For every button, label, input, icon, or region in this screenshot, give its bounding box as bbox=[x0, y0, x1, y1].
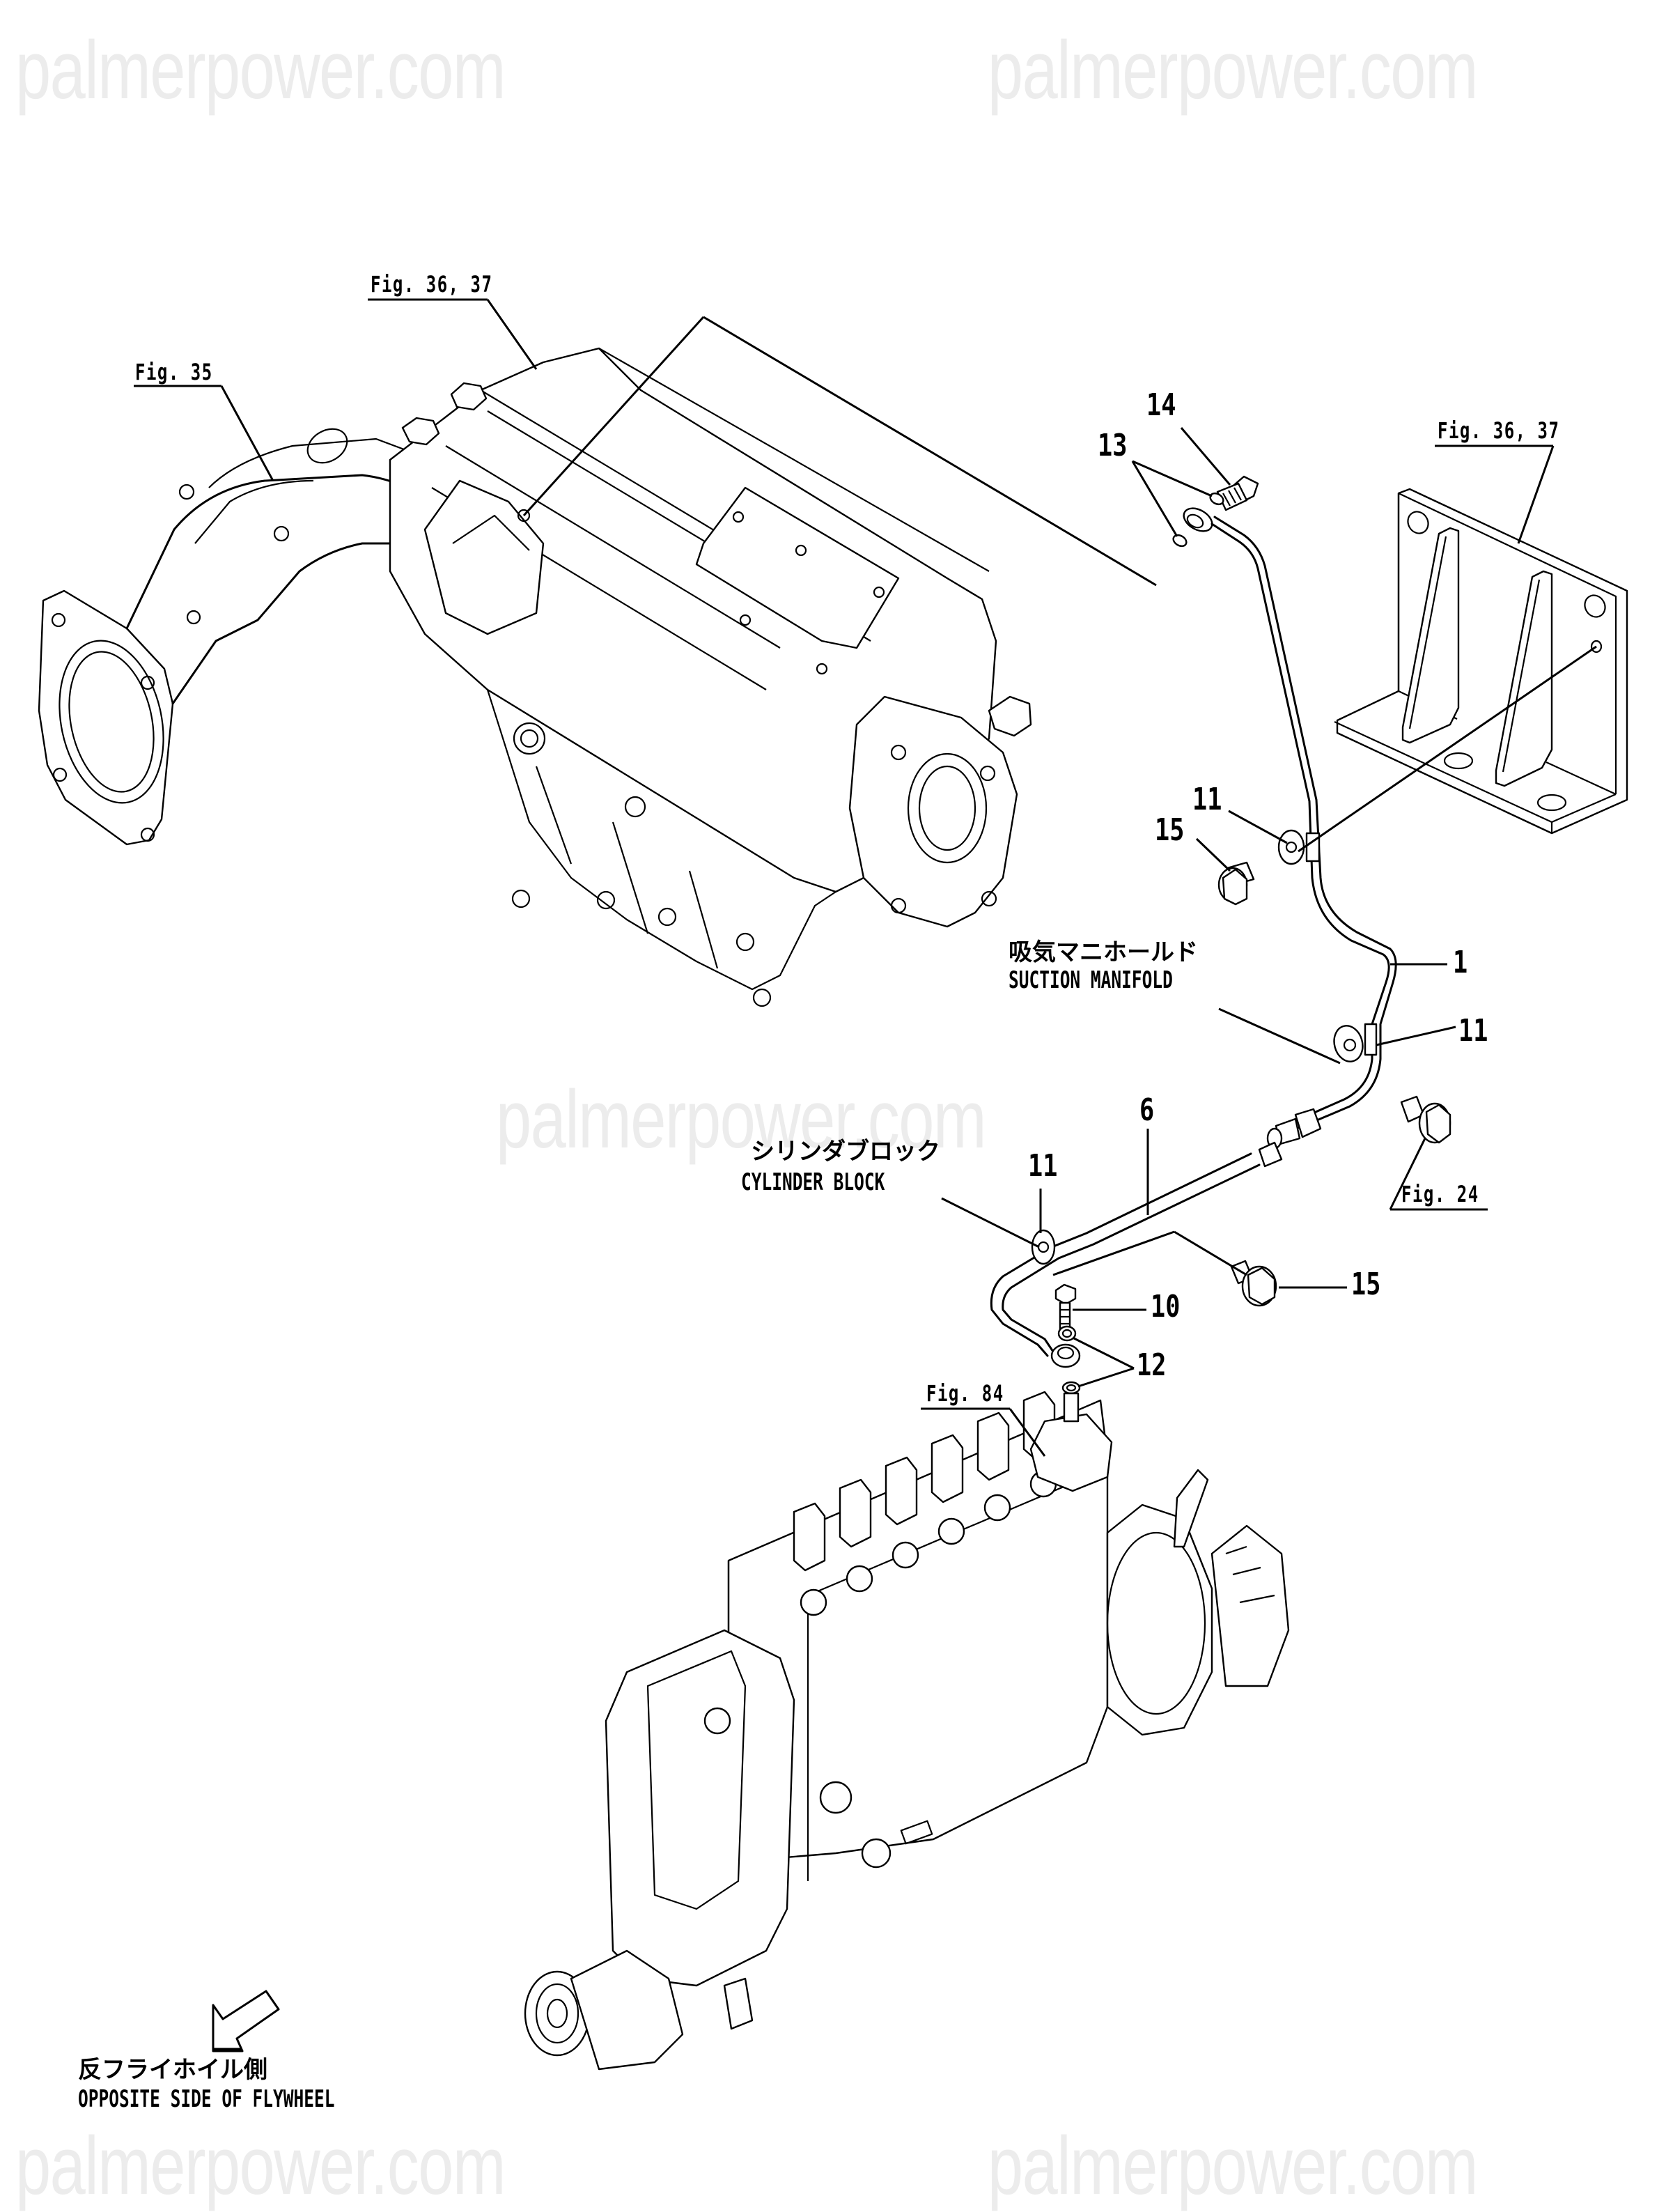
suction-manifold-label-en: SUCTION MANIFOLD bbox=[1009, 966, 1173, 994]
suction-manifold-label-jp: 吸気マニホールド bbox=[1009, 938, 1198, 966]
fig24-label[interactable]: Fig. 24 bbox=[1401, 1181, 1479, 1207]
fig36-37-bracket-label[interactable]: Fig. 36, 37 bbox=[1438, 417, 1560, 444]
part-15-bolt-upper[interactable] bbox=[1217, 861, 1255, 906]
callout-14[interactable]: 14 bbox=[1146, 387, 1176, 423]
watermark-center: palmerpower.com bbox=[496, 1074, 987, 1166]
fig36-37-top-label[interactable]: Fig. 36, 37 bbox=[371, 271, 493, 297]
callout-15-lower[interactable]: 15 bbox=[1351, 1267, 1381, 1302]
pipe-assembly-6[interactable] bbox=[990, 1141, 1283, 1368]
watermark-bottom-right: palmerpower.com bbox=[988, 2120, 1479, 2212]
part-12-washer-upper[interactable] bbox=[1057, 1325, 1077, 1342]
fig84-label[interactable]: Fig. 84 bbox=[926, 1380, 1004, 1407]
fig24-bolt[interactable] bbox=[1400, 1095, 1451, 1144]
direction-arrow-icon bbox=[212, 1990, 280, 2052]
fuel-injection-pump[interactable] bbox=[524, 1391, 1290, 2071]
callout-6[interactable]: 6 bbox=[1139, 1092, 1155, 1128]
watermark-top-left: palmerpower.com bbox=[15, 24, 506, 116]
callout-11-middle[interactable]: 11 bbox=[1458, 1013, 1488, 1049]
opposite-side-label-jp: 反フライホイル側 bbox=[78, 2056, 267, 2084]
callout-1[interactable]: 1 bbox=[1453, 945, 1468, 980]
part-14-bolt[interactable] bbox=[1216, 475, 1259, 511]
intake-manifold[interactable] bbox=[38, 347, 1032, 1007]
callout-15-upper[interactable]: 15 bbox=[1155, 812, 1185, 848]
watermark-top-right: palmerpower.com bbox=[988, 24, 1479, 116]
mounting-bracket[interactable] bbox=[1334, 488, 1628, 835]
delivery-valves bbox=[793, 1391, 1057, 1616]
callout-10[interactable]: 10 bbox=[1151, 1289, 1181, 1324]
callout-11-upper[interactable]: 11 bbox=[1192, 782, 1222, 817]
callout-12[interactable]: 12 bbox=[1137, 1347, 1167, 1383]
callout-13[interactable]: 13 bbox=[1098, 428, 1128, 463]
part-13-washer-lower[interactable] bbox=[1171, 533, 1188, 548]
leader-lines bbox=[134, 298, 1597, 1457]
opposite-side-label-en: OPPOSITE SIDE OF FLYWHEEL bbox=[78, 2085, 335, 2113]
watermark-bottom-left: palmerpower.com bbox=[15, 2120, 506, 2212]
part-12-washer-lower[interactable] bbox=[1061, 1381, 1081, 1395]
cylinder-block-label-jp: シリンダブロック bbox=[751, 1138, 940, 1166]
cylinder-block-label-en: CYLINDER BLOCK bbox=[741, 1168, 885, 1196]
fig35-label[interactable]: Fig. 35 bbox=[135, 359, 213, 385]
part-15-bolt-lower[interactable] bbox=[1230, 1260, 1277, 1307]
callout-11-lower[interactable]: 11 bbox=[1028, 1148, 1058, 1184]
pipe-assembly-1[interactable] bbox=[1180, 504, 1397, 1150]
